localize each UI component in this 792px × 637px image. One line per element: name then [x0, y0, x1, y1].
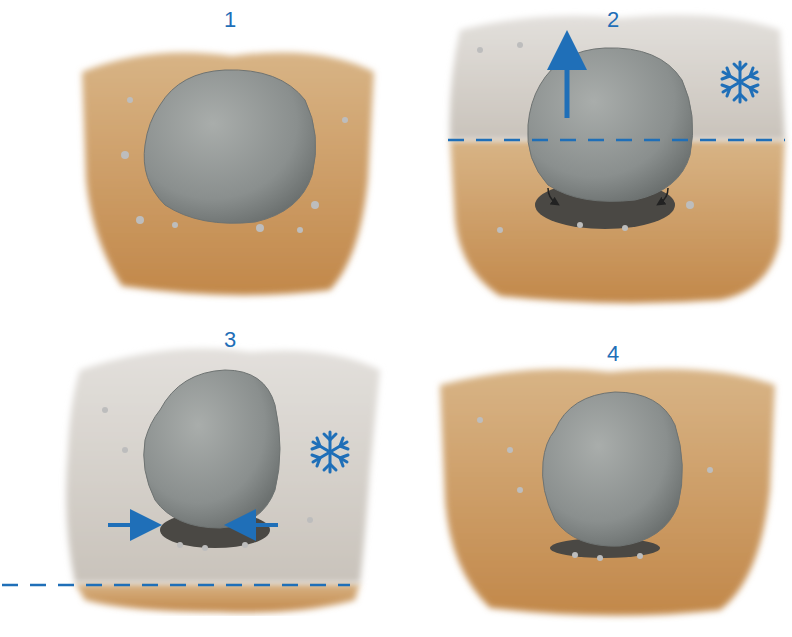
pebbles: [121, 97, 348, 233]
frozen-soil: [66, 349, 380, 583]
heave-arrow: [565, 50, 570, 118]
panel-one: [82, 52, 374, 295]
panel-number: 1: [224, 9, 236, 31]
stone: [528, 48, 693, 201]
stone: [144, 70, 316, 223]
pebbles: [477, 42, 694, 233]
fill-arrow: [660, 188, 668, 203]
soil: [440, 369, 775, 616]
frost-line: [448, 139, 785, 142]
snowflake-symbol: [722, 62, 758, 102]
squeeze-arrow: [240, 523, 278, 527]
panel-number: 3: [224, 329, 236, 351]
soil: [82, 52, 374, 295]
pebbles: [477, 417, 713, 561]
panel-two: [448, 15, 785, 303]
frost-line: [2, 584, 350, 587]
squeeze-arrow: [108, 523, 146, 527]
fill-arrow: [548, 188, 556, 203]
panel-number: 4: [607, 343, 619, 365]
panel-number: 2: [607, 9, 619, 31]
panel-four: [440, 369, 775, 616]
stone: [543, 392, 683, 546]
snowflake-symbol: [312, 432, 348, 472]
stone: [144, 370, 280, 528]
panel-three: [2, 349, 380, 613]
soil: [75, 583, 360, 613]
pebbles: [102, 407, 313, 551]
